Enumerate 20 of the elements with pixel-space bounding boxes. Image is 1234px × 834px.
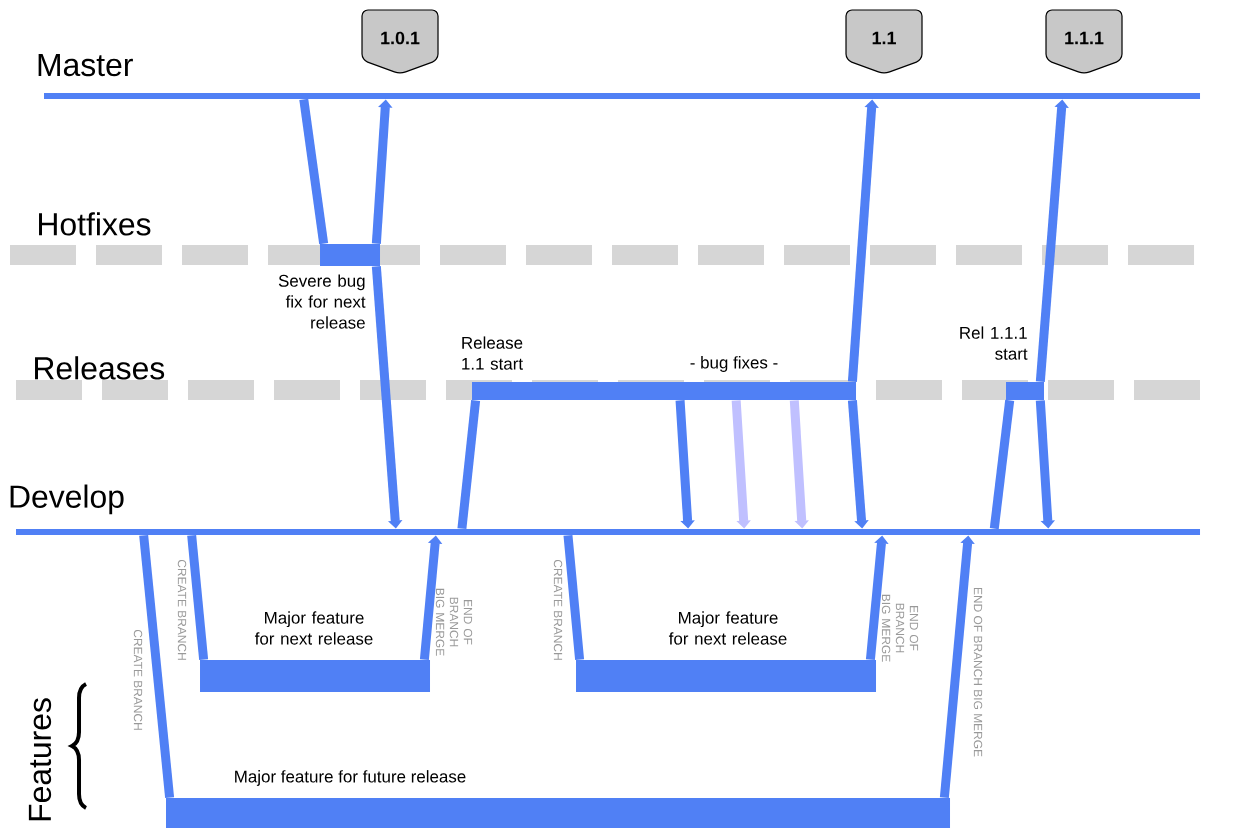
branch-arrow — [371, 266, 403, 529]
version-tag: 1.1 — [845, 9, 923, 74]
branch-arrow — [675, 400, 695, 529]
branch-caption: Rel 1.1.1 start — [960, 326, 1028, 360]
branch-caption: Major feature for next release — [668, 611, 787, 645]
branch-caption: - bug fixes - — [690, 356, 778, 372]
branch-caption: Release 1.1 start — [462, 336, 523, 370]
lane-label: Features — [28, 698, 52, 821]
branch-arrow — [1035, 400, 1056, 529]
lane-line: Develop — [10, 484, 1200, 535]
branch-caption: Major feature for future release — [235, 770, 466, 786]
branch-caption: Major feature for next release — [254, 611, 373, 645]
branch-arrow — [789, 400, 809, 529]
branch-arrow — [731, 400, 751, 529]
version-tag: 1.0.1 — [361, 9, 439, 74]
branch-arrow — [847, 400, 869, 529]
lane-label: Releases — [35, 356, 165, 380]
branch-caption: Severe bug fix for next release — [278, 274, 366, 329]
version-tag: 1.1.1 — [1045, 9, 1123, 74]
lane-label: Hotfixes — [39, 212, 151, 236]
